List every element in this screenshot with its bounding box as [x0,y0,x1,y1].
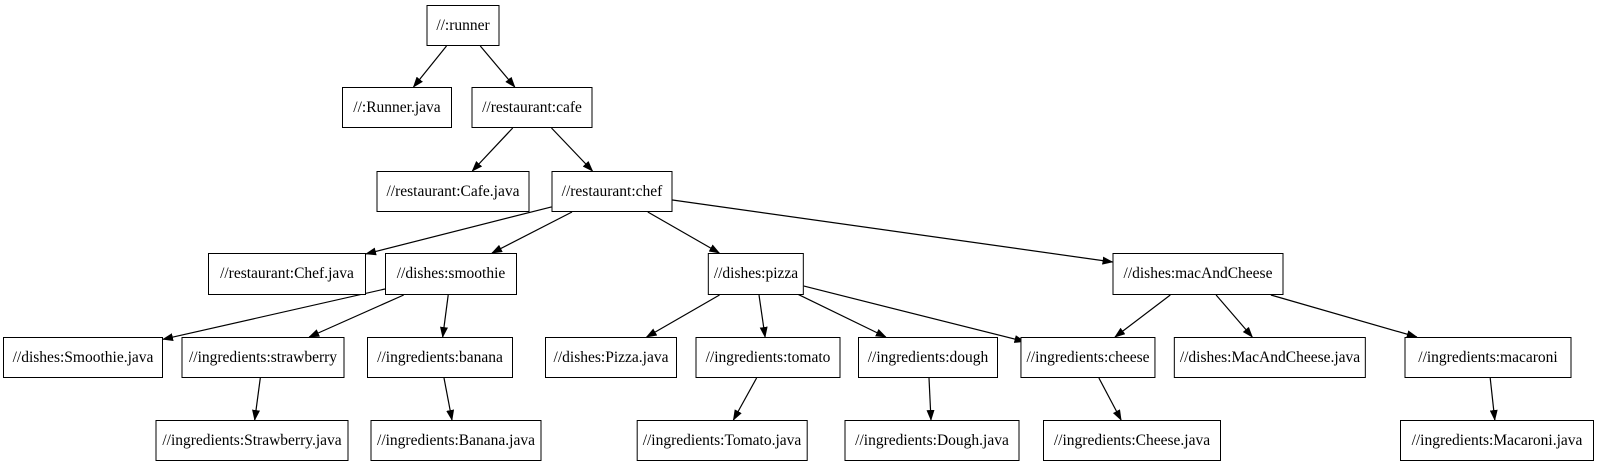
edge-tomato-to-tomato-java [732,377,758,421]
edge-cafe-to-cafe-java [471,127,514,172]
edge-smoothie-to-banana [440,294,449,338]
edge-mac-and-cheese-to-macaroni [1270,294,1418,339]
edge-dough-to-dough-java [926,377,935,421]
graph-node-runner: //:runner [426,5,500,46]
edge-runner-to-cafe [479,45,516,88]
graph-node-chef-java: //restaurant:Chef.java [208,253,366,295]
graph-node-cafe-java: //restaurant:Cafe.java [376,171,530,212]
edge-banana-to-banana-java [443,377,455,421]
edge-pizza-to-cheese [798,284,1026,343]
graph-node-macaroni-java: //ingredients:Macaroni.java [1400,420,1594,461]
graph-node-chef: //restaurant:chef [551,171,673,212]
edge-pizza-to-dough [798,294,887,338]
graph-node-macaroni: //ingredients:macaroni [1404,337,1572,378]
graph-node-dough: //ingredients:dough [858,337,998,378]
graph-node-banana-java: //ingredients:Banana.java [370,420,542,461]
graph-node-dough-java: //ingredients:Dough.java [844,420,1020,461]
edge-smoothie-to-smoothie-java [162,288,386,341]
graph-node-smoothie: //dishes:smoothie [385,253,517,295]
graph-node-cafe: //restaurant:cafe [471,87,593,128]
graph-node-pizza-java: //dishes:Pizza.java [545,337,677,378]
edge-pizza-to-pizza-java [645,294,720,338]
edge-pizza-to-tomato [758,294,768,338]
graph-node-tomato-java: //ingredients:Tomato.java [636,420,808,461]
graph-node-smoothie-java: //dishes:Smoothie.java [3,337,163,378]
edge-macaroni-to-macaroni-java [1489,377,1498,421]
edge-chef-to-smoothie [491,211,573,254]
edge-runner-to-runner-java [412,45,447,88]
edge-strawberry-to-strawberry-java [252,377,261,421]
graph-node-runner-java: //:Runner.java [342,87,452,128]
edge-chef-to-pizza [647,211,721,254]
edge-cafe-to-chef [551,127,594,172]
edge-chef-to-chef-java [365,206,552,256]
graph-node-pizza: //dishes:pizza [707,253,805,295]
graph-node-cheese: //ingredients:cheese [1020,337,1156,378]
graph-node-tomato: //ingredients:tomato [695,337,841,378]
edge-mac-and-cheese-to-mac-and-cheese-java [1215,294,1253,338]
edge-smoothie-to-strawberry [308,294,404,338]
graph-node-cheese-java: //ingredients:Cheese.java [1043,420,1221,461]
graph-node-mac-and-cheese-java: //dishes:MacAndCheese.java [1173,337,1367,378]
graph-node-strawberry-java: //ingredients:Strawberry.java [155,420,349,461]
edge-cheese-to-cheese-java [1098,377,1122,421]
graph-node-mac-and-cheese: //dishes:macAndCheese [1112,253,1284,295]
graph-node-banana: //ingredients:banana [367,337,513,378]
graph-node-strawberry: //ingredients:strawberry [181,337,345,378]
edge-mac-and-cheese-to-cheese [1114,294,1171,338]
